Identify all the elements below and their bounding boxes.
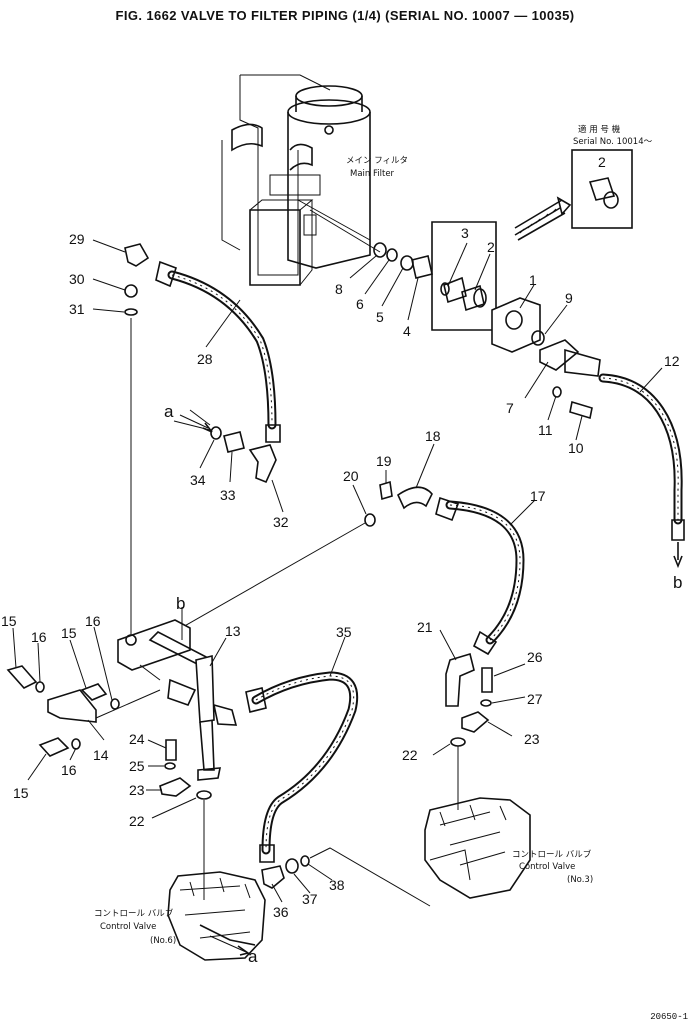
cv6-jp-label: コントロール バルブ xyxy=(94,908,174,919)
hose-28 xyxy=(155,260,281,443)
part-label: 9 xyxy=(565,290,573,306)
part-label: 2 xyxy=(598,154,606,170)
part-label: 10 xyxy=(568,440,584,456)
manifold-assembly xyxy=(47,619,238,781)
part-label: 25 xyxy=(129,758,145,774)
part-label: 36 xyxy=(273,904,289,920)
part-label: 16 xyxy=(61,762,77,778)
part-label: 29 xyxy=(69,231,85,247)
part-label: 16 xyxy=(85,613,101,629)
part-1-block xyxy=(491,297,541,353)
hose-35 xyxy=(245,671,359,863)
cv3-no-label: (No.3) xyxy=(567,875,593,885)
part-label: 22 xyxy=(129,813,145,829)
part-label: 23 xyxy=(129,782,145,798)
part-label: 23 xyxy=(524,731,540,747)
part-label: 15 xyxy=(1,613,17,629)
part-label: 13 xyxy=(225,623,241,639)
serial-label: Serial No. 10014〜 xyxy=(573,137,653,147)
serial-inset xyxy=(514,149,633,241)
part-label: 4 xyxy=(403,323,411,339)
part-number-labels: 29 30 31 28 8 6 5 4 3 2 2 1 9 7 11 10 12… xyxy=(1,154,680,920)
part-label: 7 xyxy=(506,400,514,416)
serial-jp-label: 適 用 号 機 xyxy=(578,124,621,135)
cv3-label: Control Valve xyxy=(519,862,575,872)
part-label: 6 xyxy=(356,296,364,312)
part-label: 2 xyxy=(487,239,495,255)
part-label: 38 xyxy=(329,877,345,893)
part-label: 34 xyxy=(190,472,206,488)
part-label: 16 xyxy=(31,629,47,645)
part-label: 12 xyxy=(664,353,680,369)
part-label: 24 xyxy=(129,731,145,747)
part-label: 17 xyxy=(530,488,546,504)
part-label: 22 xyxy=(402,747,418,763)
arrow-a-top xyxy=(202,422,213,433)
cv3-jp-label: コントロール バルブ xyxy=(512,849,592,860)
part-label: 31 xyxy=(69,301,85,317)
leader-lines xyxy=(12,239,663,953)
part-label: 14 xyxy=(93,747,109,763)
part-label: 1 xyxy=(529,272,537,288)
part-label: 32 xyxy=(273,514,289,530)
part-label: 33 xyxy=(220,487,236,503)
main-filter-assembly xyxy=(221,74,381,286)
part-label: 18 xyxy=(425,428,441,444)
part-label: 8 xyxy=(335,281,343,297)
part-label: 30 xyxy=(69,271,85,287)
part-label: 15 xyxy=(61,625,77,641)
control-valve-3 xyxy=(424,797,531,899)
part-label: 26 xyxy=(527,649,543,665)
callout-a-top: a xyxy=(164,402,174,421)
arrow-a-bottom xyxy=(237,945,250,956)
part-label: 21 xyxy=(417,619,433,635)
part-label: 3 xyxy=(461,225,469,241)
part-label: 37 xyxy=(302,891,318,907)
callout-a-bottom: a xyxy=(248,947,258,966)
control-valve-6 xyxy=(167,871,266,961)
main-filter-label: Main Filter xyxy=(350,169,395,179)
part-label: 5 xyxy=(376,309,384,325)
part-label: 27 xyxy=(527,691,543,707)
part-label: 19 xyxy=(376,453,392,469)
hose-12 xyxy=(598,373,685,569)
cv6-no-label: (No.6) xyxy=(150,936,176,946)
part-label: 20 xyxy=(343,468,359,484)
hose-17 xyxy=(435,496,525,656)
part-label: 35 xyxy=(336,624,352,640)
callout-b-right: b xyxy=(673,573,682,592)
cv6-label: Control Valve xyxy=(100,922,156,932)
page-title: FIG. 1662 VALVE TO FILTER PIPING (1/4) (… xyxy=(115,8,575,23)
drawing-code: 20650-1 xyxy=(650,1012,688,1022)
part-label: 11 xyxy=(538,422,553,438)
callout-b-center: b xyxy=(176,594,185,613)
main-filter-jp-label: メイン フィルタ xyxy=(346,156,408,166)
part-label: 28 xyxy=(197,351,213,367)
part-label: 15 xyxy=(13,785,29,801)
